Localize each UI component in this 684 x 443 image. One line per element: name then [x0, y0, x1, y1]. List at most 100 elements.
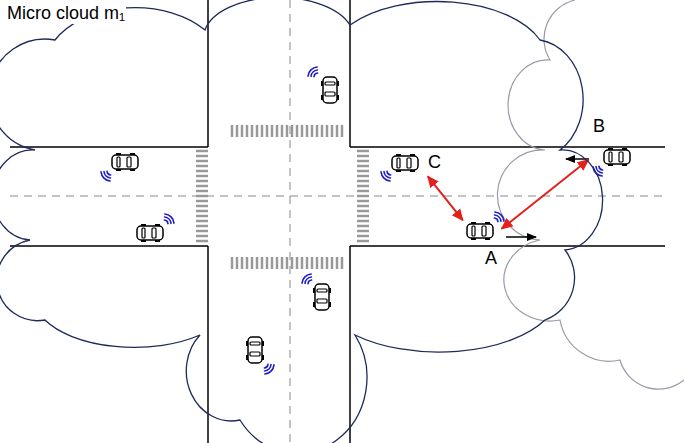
direction-arrow: [506, 159, 589, 237]
vehicle: C: [391, 152, 444, 175]
crosswalk-stripe: [231, 257, 234, 269]
car-icon: [604, 148, 630, 166]
crosswalk-stripe: [357, 235, 369, 238]
crosswalk-stripe: [357, 180, 369, 183]
vehicle: B: [590, 115, 634, 167]
vehicles: [99, 65, 605, 375]
wireless-signal: [591, 164, 605, 178]
crosswalk-stripe: [266, 257, 269, 269]
crosswalk-stripe: [261, 125, 264, 137]
car-icon: [467, 222, 493, 240]
crosswalk-stripe: [276, 257, 279, 269]
crosswalk-stripe: [357, 200, 369, 203]
crosswalk-stripe: [196, 200, 208, 203]
crosswalk-stripe: [256, 125, 259, 137]
crosswalk-stripe: [196, 230, 208, 233]
crosswalk-stripe: [196, 150, 208, 153]
crosswalk-stripe: [196, 190, 208, 193]
crosswalk-stripe: [246, 125, 249, 137]
crosswalk-stripe: [291, 125, 294, 137]
crosswalk-stripe: [357, 215, 369, 218]
crosswalk-stripe: [251, 257, 254, 269]
crosswalk-stripe: [331, 257, 334, 269]
road-edge: [350, 146, 665, 148]
crosswalk-stripe: [357, 160, 369, 163]
crosswalk-stripe: [316, 257, 319, 269]
crosswalk-stripe: [357, 220, 369, 223]
crosswalk-stripe: [357, 230, 369, 233]
crosswalk-stripe: [271, 257, 274, 269]
crosswalk-stripe: [246, 257, 249, 269]
vehicle-label: B: [592, 117, 606, 137]
wireless-signal: [162, 212, 176, 226]
crosswalk-stripe: [296, 257, 299, 269]
car-icon: [392, 154, 418, 172]
crosswalk-stripe: [241, 125, 244, 137]
crosswalk-stripe: [291, 257, 294, 269]
crosswalk-stripe: [231, 125, 234, 137]
crosswalk-stripe: [196, 210, 208, 213]
crosswalk-stripe: [196, 215, 208, 218]
crosswalk-stripe: [281, 257, 284, 269]
crosswalk-stripe: [357, 210, 369, 213]
crosswalk-stripe: [311, 257, 314, 269]
car-icon: [313, 284, 331, 310]
lane-centerline: [10, 0, 665, 443]
crosswalk-stripe: [196, 220, 208, 223]
crosswalk-stripe: [341, 125, 344, 137]
crosswalk-stripe: [271, 125, 274, 137]
car-icon: [112, 153, 138, 171]
crosswalk-stripe: [357, 195, 369, 198]
crosswalk-stripe: [196, 180, 208, 183]
wireless-signal: [300, 272, 314, 286]
crosswalk-stripe: [321, 125, 324, 137]
crosswalk-stripe: [311, 125, 314, 137]
crosswalk-stripe: [321, 257, 324, 269]
crosswalk-stripe: [306, 125, 309, 137]
crosswalk-stripe: [336, 125, 339, 137]
car-icon: [246, 337, 264, 363]
cloud-label: Micro cloud m₁: [6, 4, 126, 24]
road-edge: [10, 245, 208, 247]
crosswalk-stripe: [296, 125, 299, 137]
crosswalk-stripe: [236, 257, 239, 269]
crosswalk-stripe: [276, 125, 279, 137]
crosswalk-stripe: [357, 185, 369, 188]
crosswalk-stripe: [196, 225, 208, 228]
crosswalk-stripe: [196, 205, 208, 208]
crosswalk-stripe: [326, 257, 329, 269]
crosswalk-stripe: [196, 235, 208, 238]
crosswalk-stripe: [341, 257, 344, 269]
crosswalk-stripe: [196, 185, 208, 188]
crosswalk-stripe: [357, 165, 369, 168]
crosswalk-stripe: [357, 190, 369, 193]
crosswalk-stripe: [196, 155, 208, 158]
v2v-link: [502, 160, 589, 229]
v2v-link: [428, 176, 463, 220]
crosswalk-stripe: [251, 125, 254, 137]
micro-cloud: Micro cloud m₁CA: [0, 0, 580, 443]
crosswalk-stripe: [357, 240, 369, 243]
lane-centerline: [10, 196, 665, 197]
car-icon: [321, 77, 339, 103]
lane-centerline: [290, 0, 291, 443]
crosswalk-stripe: [286, 257, 289, 269]
crosswalk-stripe: [196, 160, 208, 163]
crosswalk-stripe: [286, 125, 289, 137]
crosswalk-stripe: [196, 195, 208, 198]
crosswalk-stripe: [236, 125, 239, 137]
crosswalk-stripe: [357, 150, 369, 153]
crosswalk-stripe: [326, 125, 329, 137]
crosswalk-stripe: [357, 175, 369, 178]
road-edge: [10, 0, 665, 443]
crosswalk: [196, 125, 369, 269]
crosswalk-stripe: [196, 165, 208, 168]
crosswalk-stripe: [306, 257, 309, 269]
crosswalk-stripe: [331, 125, 334, 137]
crosswalk-stripe: [281, 125, 284, 137]
crosswalk-stripe: [357, 205, 369, 208]
crosswalk-stripe: [266, 125, 269, 137]
crosswalk-stripe: [357, 155, 369, 158]
crosswalk-stripe: [196, 175, 208, 178]
